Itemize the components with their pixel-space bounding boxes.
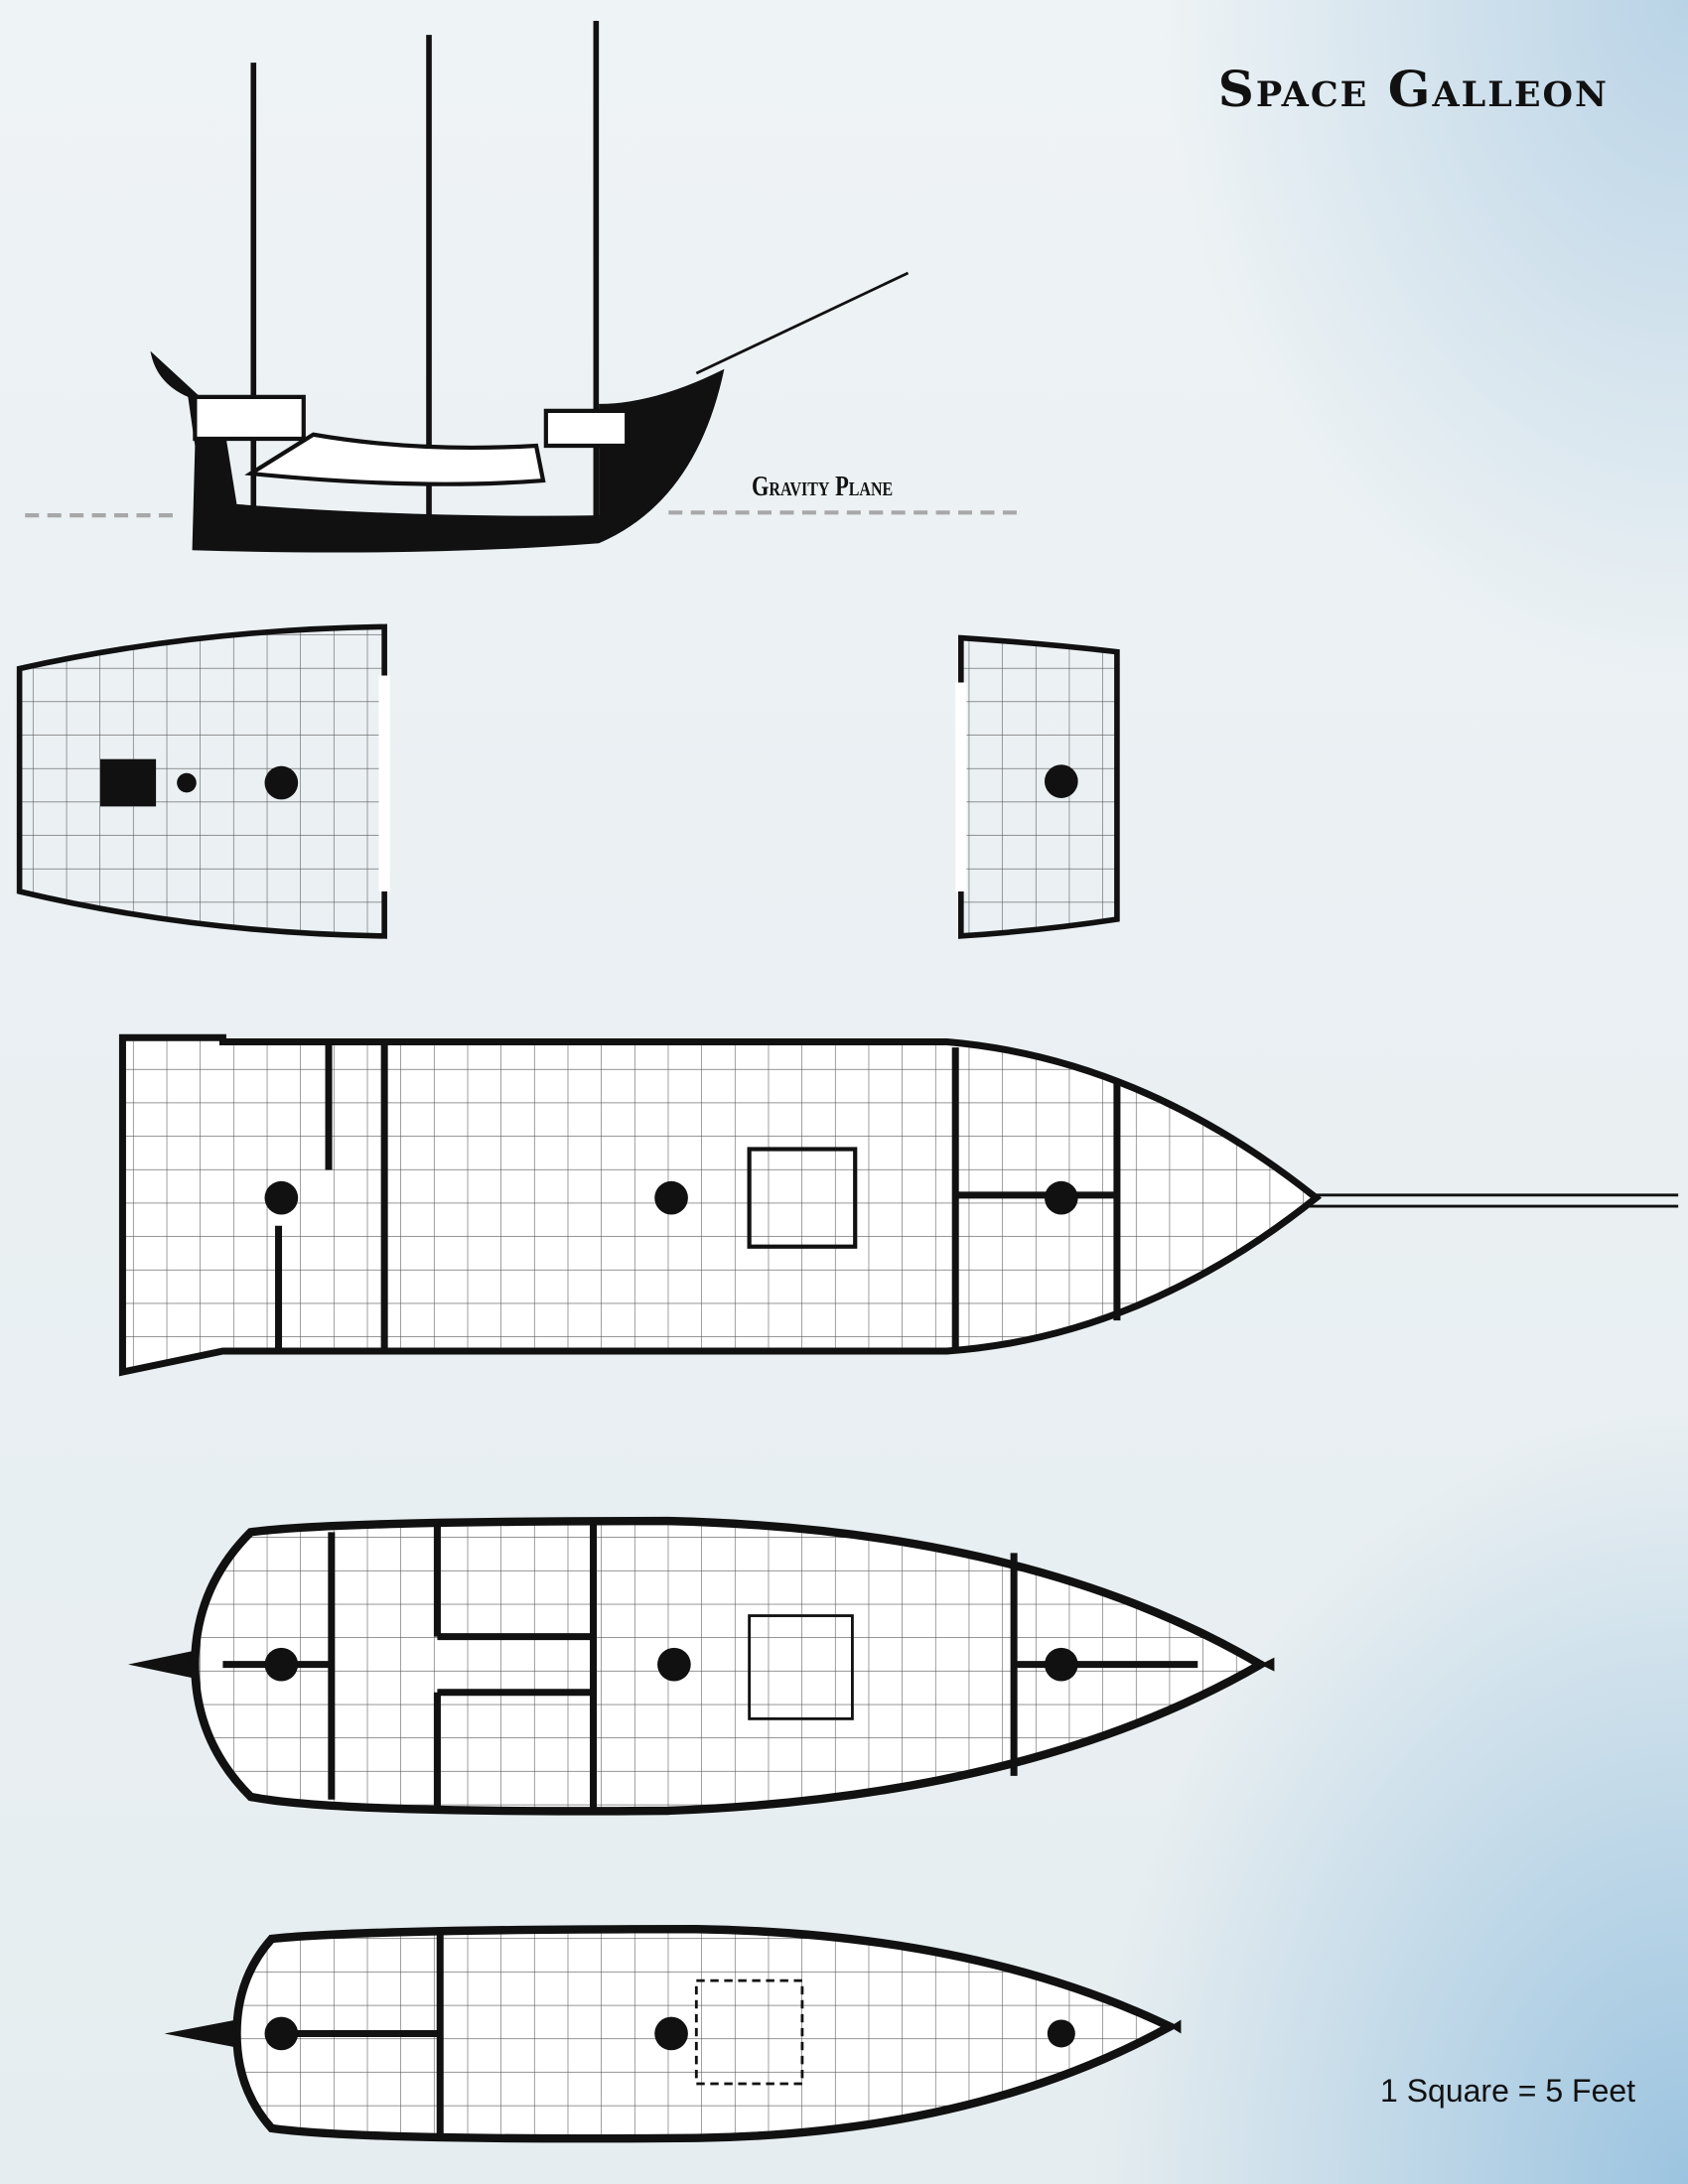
map-title: Space Galleon	[1217, 60, 1609, 118]
side-elevation	[25, 21, 1017, 553]
quarterdeck-plan	[16, 623, 390, 939]
main-deck-plan	[118, 1033, 1679, 1377]
scale-label: 1 Square = 5 Feet	[1380, 2073, 1636, 2109]
lower-deck-plan	[128, 1516, 1275, 1816]
forecastle-plan	[955, 634, 1120, 939]
gravity-plane-label: Gravity Plane	[752, 472, 894, 502]
hold-plan	[164, 1925, 1182, 2143]
